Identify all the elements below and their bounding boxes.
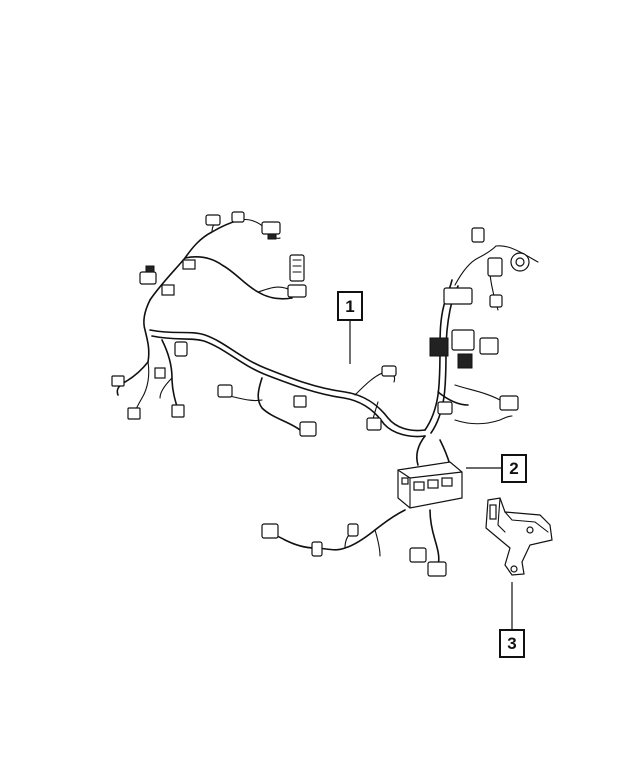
- callout-1-box: [337, 291, 363, 321]
- callout-2-label: 2: [509, 459, 518, 478]
- callout-2-box: [501, 454, 527, 483]
- mounting-bracket: [485, 497, 553, 576]
- fuse-box: [397, 461, 463, 509]
- harness-connectors: [111, 211, 530, 577]
- callout-2: 2: [466, 454, 527, 483]
- callout-1-label: 1: [345, 297, 354, 316]
- wiring-harness: [116, 215, 539, 566]
- callout-3-label: 3: [507, 634, 516, 653]
- callout-1: 1: [337, 291, 363, 364]
- callout-3-box: [499, 629, 525, 658]
- callout-3: 3: [499, 582, 525, 658]
